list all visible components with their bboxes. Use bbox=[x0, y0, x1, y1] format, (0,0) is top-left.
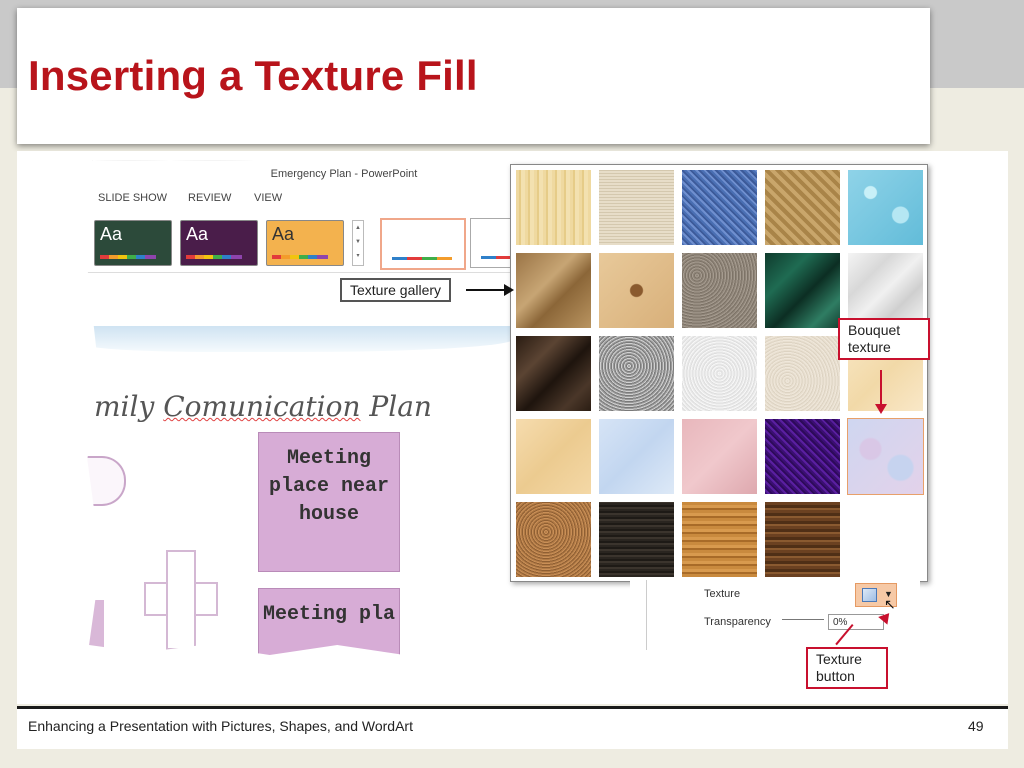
texture-label: Texture bbox=[704, 588, 741, 600]
theme-label: Aa bbox=[100, 224, 123, 244]
texture-button-callout: Texture button bbox=[806, 647, 888, 689]
texture-stationery[interactable] bbox=[516, 419, 591, 494]
theme-color-bar bbox=[186, 255, 242, 259]
texture-bouquet[interactable] bbox=[847, 418, 924, 495]
texture-woven-mat[interactable] bbox=[765, 170, 840, 245]
theme-thumbnail-2[interactable]: Aa bbox=[180, 220, 258, 266]
texture-icon bbox=[862, 588, 877, 602]
texture-purple-mesh[interactable] bbox=[765, 419, 840, 494]
title-box bbox=[17, 8, 930, 144]
bouquet-arrow bbox=[880, 370, 882, 406]
bouquet-line-1: Bouquet bbox=[848, 322, 901, 338]
texture-cork[interactable] bbox=[516, 502, 591, 577]
window-title: Emergency Plan - PowerPoint bbox=[270, 168, 418, 180]
cross-shape[interactable] bbox=[144, 550, 218, 650]
theme-thumbnail-1[interactable]: Aa bbox=[94, 220, 172, 266]
theme-label: Aa bbox=[186, 224, 209, 244]
transparency-slider[interactable] bbox=[782, 619, 824, 620]
footer-divider bbox=[17, 706, 1008, 709]
texture-green-marble[interactable] bbox=[765, 253, 840, 328]
pane-edge bbox=[646, 580, 647, 650]
texture-white-marble[interactable] bbox=[848, 253, 923, 328]
meeting-place-shape-1[interactable]: Meeting place near house bbox=[258, 432, 400, 572]
texture-pink-tissue-paper[interactable] bbox=[682, 419, 757, 494]
theme-thumbnail-3[interactable]: Aa bbox=[266, 220, 344, 266]
meeting-place-shape-2[interactable]: Meeting pla bbox=[258, 588, 400, 655]
tab-view[interactable]: VIEW bbox=[254, 192, 283, 204]
variant-thumbnail-1[interactable] bbox=[380, 218, 466, 270]
theme-color-bar bbox=[272, 255, 328, 259]
slide-wave-decoration bbox=[86, 326, 514, 352]
footer bbox=[17, 709, 1008, 749]
slide-title: Inserting a Texture Fill bbox=[28, 52, 478, 99]
theme-scroll-arrows[interactable]: ▲▼▾ bbox=[352, 220, 364, 266]
texture-recycled-paper[interactable] bbox=[765, 336, 840, 411]
texture-gallery-callout: Texture gallery bbox=[340, 278, 452, 302]
texture-brown-marble[interactable] bbox=[516, 336, 591, 411]
mouse-pointer-icon: ↖ bbox=[884, 596, 896, 612]
texture-sand[interactable] bbox=[682, 253, 757, 328]
texture-fish-fossil[interactable] bbox=[599, 253, 674, 328]
bouquet-line-2: texture bbox=[848, 339, 891, 355]
theme-color-bar bbox=[100, 255, 156, 259]
texture-newsprint[interactable] bbox=[682, 336, 757, 411]
chevron-down-icon: ▼ bbox=[884, 589, 893, 599]
heading-prefix: mily bbox=[94, 390, 164, 423]
theme-label: Aa bbox=[272, 224, 295, 244]
texture-button-line-1: Texture bbox=[816, 651, 862, 667]
texture-gallery bbox=[510, 164, 928, 582]
texture-blue-tissue-paper[interactable] bbox=[599, 419, 674, 494]
half-circle-shape[interactable] bbox=[86, 456, 126, 506]
texture-granite[interactable] bbox=[599, 336, 674, 411]
texture-oak[interactable] bbox=[682, 502, 757, 577]
footer-text: Enhancing a Presentation with Pictures, … bbox=[28, 718, 413, 734]
texture-walnut[interactable] bbox=[599, 502, 674, 577]
texture-denim[interactable] bbox=[682, 170, 757, 245]
texture-medium-wood[interactable] bbox=[765, 502, 840, 577]
cross-vertical bbox=[166, 550, 196, 650]
heading-suffix: Plan bbox=[360, 390, 432, 423]
texture-button-line-2: button bbox=[816, 668, 855, 684]
texture-water-droplets[interactable] bbox=[848, 170, 923, 245]
gallery-arrow-head bbox=[504, 284, 514, 296]
slide-heading: mily Comunication Plan bbox=[94, 390, 432, 423]
transparency-input[interactable]: 0% bbox=[828, 614, 884, 630]
tab-slide-show[interactable]: SLIDE SHOW bbox=[98, 192, 168, 204]
page-number: 49 bbox=[968, 718, 984, 734]
variant-color-bar bbox=[392, 257, 452, 260]
transparency-label: Transparency bbox=[704, 616, 771, 628]
texture-canvas[interactable] bbox=[599, 170, 674, 245]
tab-review[interactable]: REVIEW bbox=[188, 192, 232, 204]
heading-misspelled-word: Comunication bbox=[163, 390, 361, 423]
texture-button[interactable]: ▼ bbox=[855, 583, 897, 607]
texture-papyrus[interactable] bbox=[516, 170, 591, 245]
gallery-arrow bbox=[466, 289, 506, 291]
bouquet-texture-callout: Bouquet texture bbox=[838, 318, 930, 360]
texture-paper-bag[interactable] bbox=[516, 253, 591, 328]
bouquet-arrow-head bbox=[875, 404, 887, 414]
